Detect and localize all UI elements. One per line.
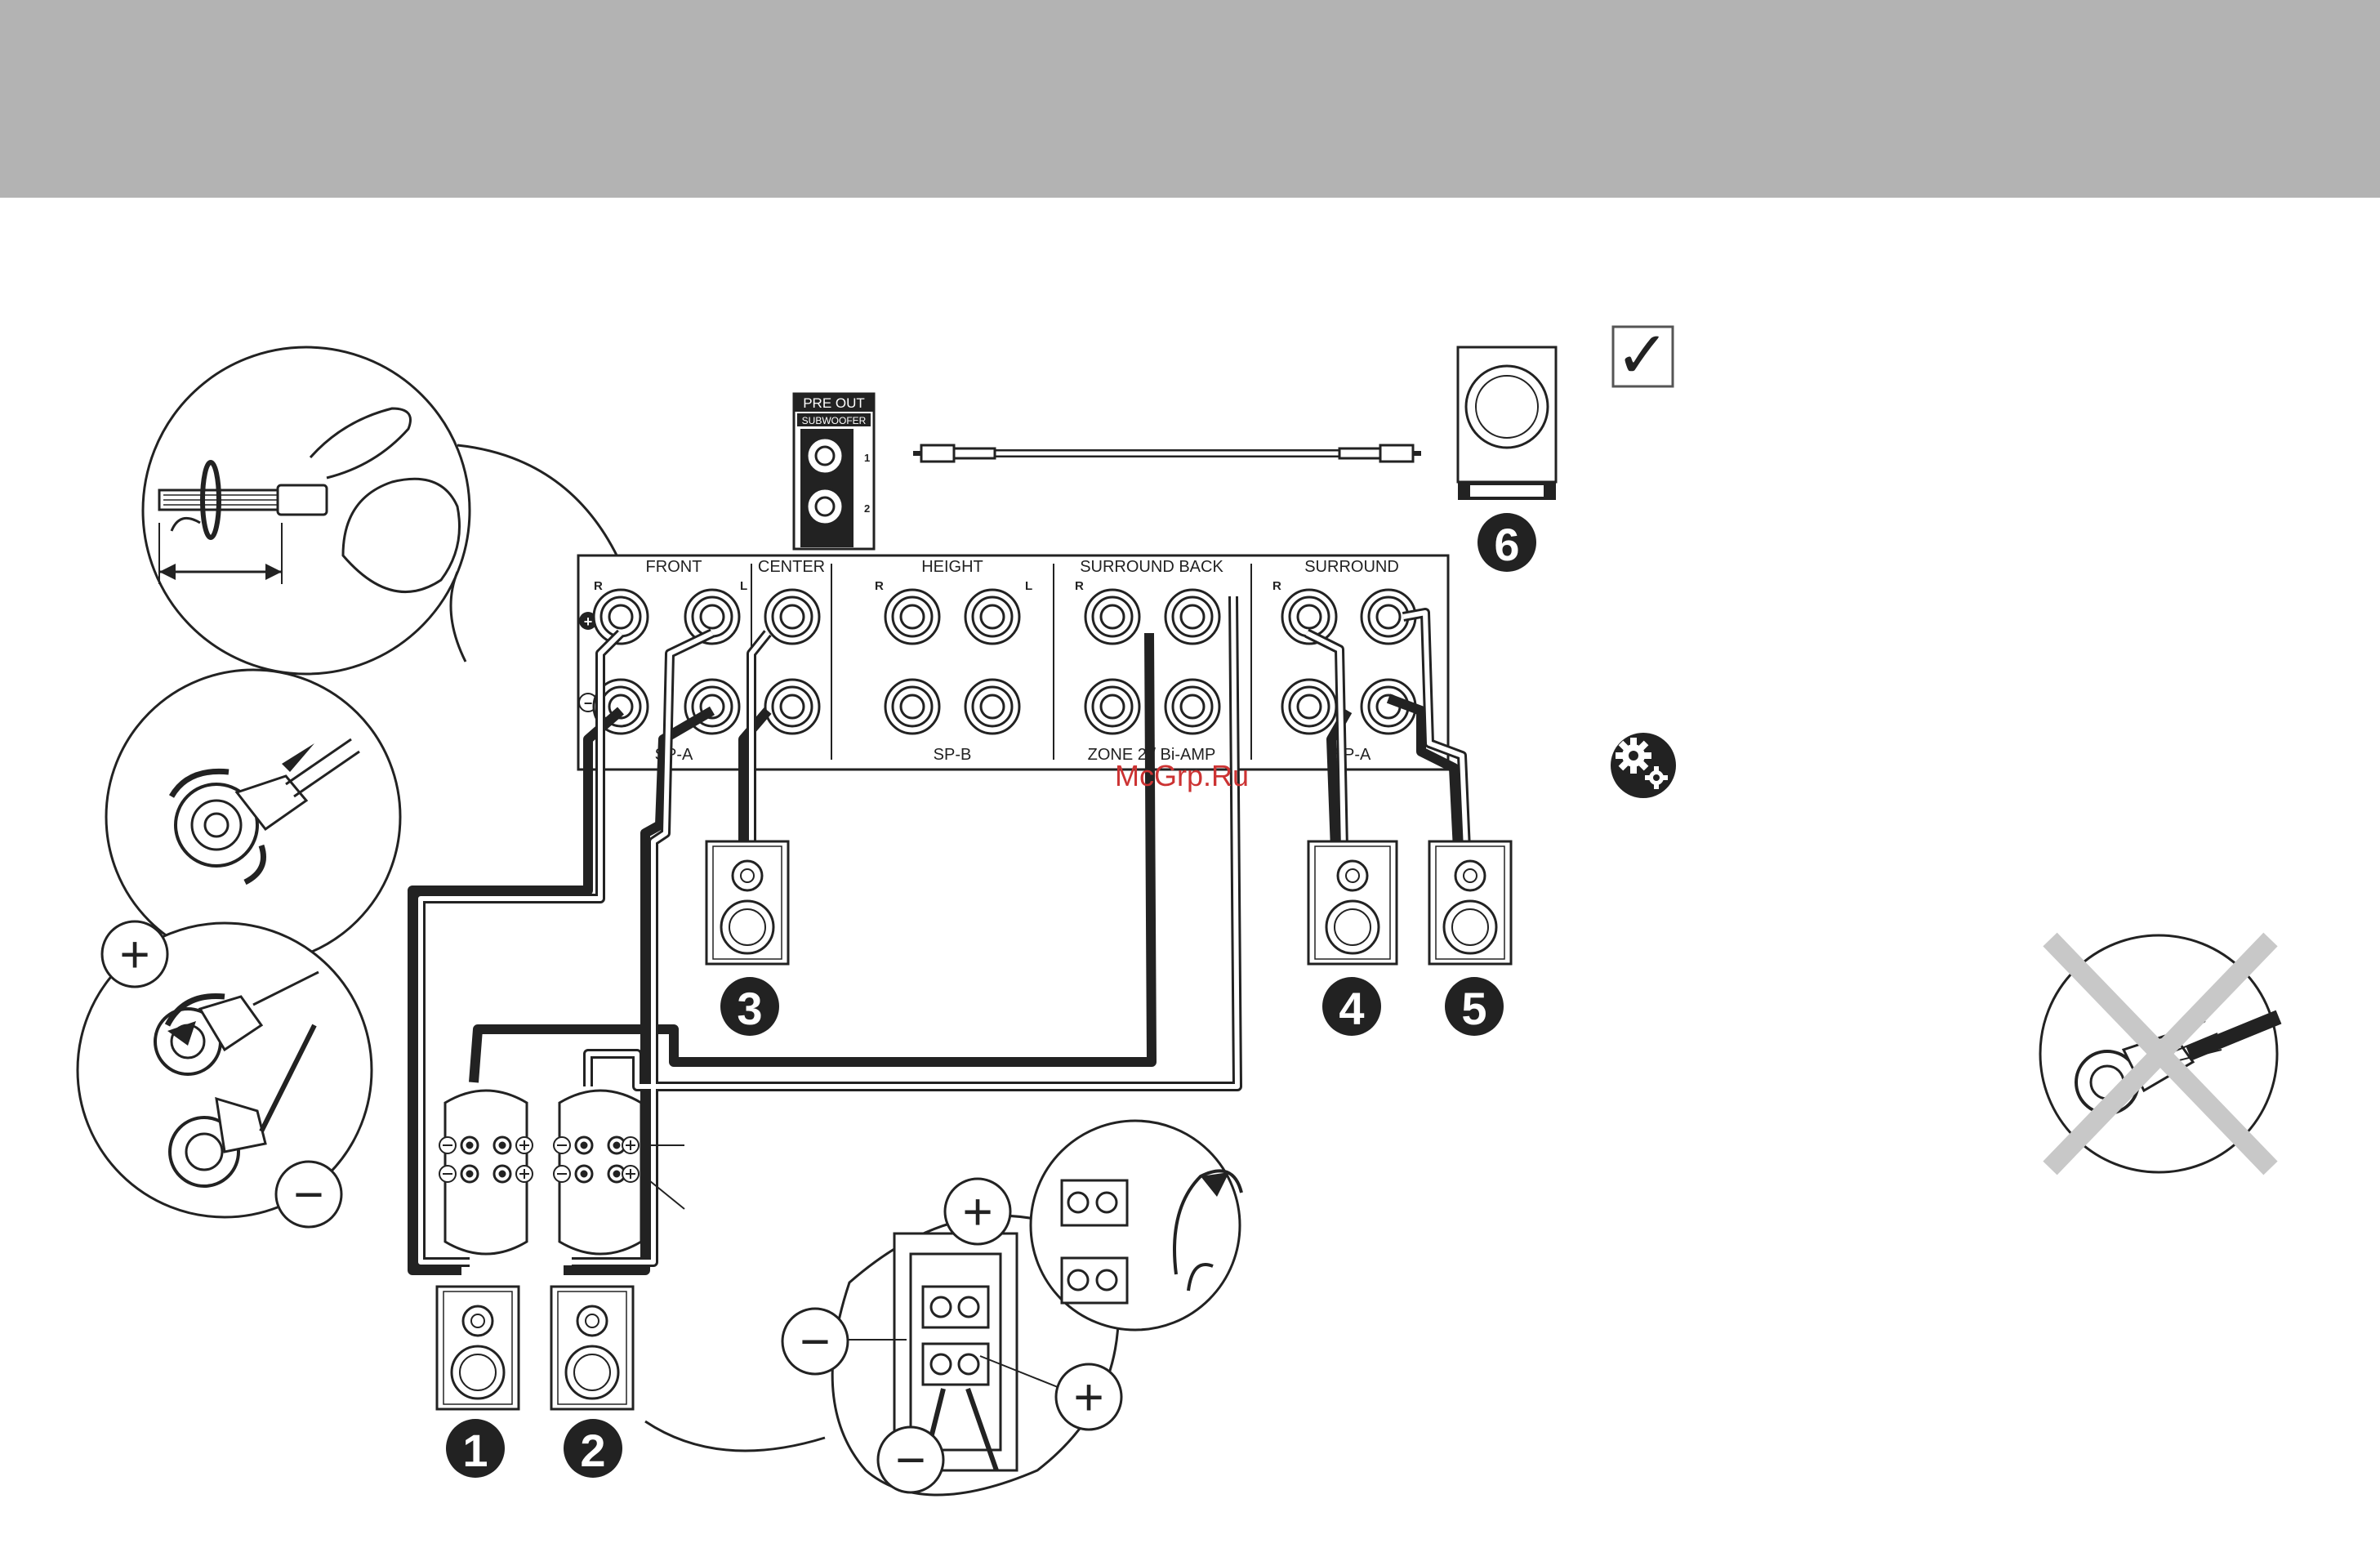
plus-mark [516, 1166, 533, 1182]
panel-plus-symbol: + [584, 613, 593, 630]
minus-mark [439, 1166, 456, 1182]
speaker-badge-1: 1 [446, 1419, 505, 1478]
minus-callout-bottom: − [878, 1427, 943, 1492]
speaker-cabinet-1 [437, 1287, 519, 1409]
preout-jack-2: 2 [864, 502, 870, 515]
preout-jack-1: 1 [864, 452, 870, 464]
binding-post [885, 680, 939, 734]
label-height: HEIGHT [921, 558, 983, 576]
minus-symbol-3: − [895, 1430, 925, 1489]
binding-post [965, 680, 1019, 734]
speaker-cabinet-3 [706, 841, 788, 964]
block-post [576, 1166, 592, 1182]
block-post [494, 1166, 510, 1182]
speaker-badge-4: 4 [1322, 977, 1381, 1036]
speaker-cabinet-2 [551, 1287, 633, 1409]
check-symbol: ✓ [1615, 319, 1669, 391]
plus-callout-left: + [102, 921, 167, 987]
block-post [494, 1137, 510, 1153]
binding-post [1282, 680, 1336, 734]
minus-mark [554, 1137, 570, 1153]
speaker-badge-2: 2 [564, 1419, 622, 1478]
minus-symbol-2: − [800, 1312, 830, 1371]
badge-5-num: 5 [1461, 983, 1486, 1034]
plus-callout-bottom-top: + [945, 1179, 1010, 1244]
plus-callout-bottom-right: + [1056, 1364, 1121, 1430]
receiver-terminal-panel: FRONT CENTER HEIGHT SURROUND BACK SURROU… [578, 555, 1448, 770]
panel-minus-symbol: − [584, 695, 593, 712]
speaker-cabinet-4 [1308, 841, 1397, 964]
binding-post [1085, 590, 1139, 644]
block-post [461, 1166, 478, 1182]
binding-post [1165, 590, 1219, 644]
binding-post [885, 590, 939, 644]
label-spb: SP-B [934, 746, 972, 764]
minus-callout-bottom-left: − [782, 1309, 848, 1374]
preout-subwoofer-panel: PRE OUT SUBWOOFER 1 2 [794, 394, 874, 549]
badge-1-num: 1 [462, 1425, 488, 1476]
subwoofer-cable [913, 445, 1421, 462]
plus-symbol: + [119, 925, 149, 984]
label-center: CENTER [758, 558, 825, 576]
speaker-badge-3: 3 [720, 977, 779, 1036]
label-front-l: L [740, 579, 747, 593]
check-box-icon: ✓ [1613, 319, 1673, 391]
binding-post [965, 590, 1019, 644]
label-height-r: R [875, 579, 884, 593]
jumper-bar-detail [1031, 1121, 1241, 1330]
binding-post [765, 680, 819, 734]
label-front: FRONT [646, 558, 702, 576]
binding-post [1165, 680, 1219, 734]
label-surround-r: R [1272, 579, 1281, 593]
label-surround-back: SURROUND BACK [1080, 558, 1223, 576]
badge-2-num: 2 [580, 1425, 605, 1476]
label-sb-r: R [1075, 579, 1084, 593]
minus-mark [554, 1166, 570, 1182]
minus-symbol: − [293, 1165, 323, 1224]
block-post [576, 1137, 592, 1153]
badge-3-num: 3 [737, 983, 762, 1034]
preout-title: PRE OUT [803, 395, 865, 411]
minus-mark [439, 1137, 456, 1153]
minus-callout-left: − [276, 1162, 341, 1227]
plus-mark [622, 1166, 639, 1182]
speaker-badge-6: 6 [1477, 513, 1536, 572]
label-front-r: R [594, 579, 603, 593]
terminal-twist-detail [106, 670, 400, 964]
speaker-cabinet-5 [1429, 841, 1511, 964]
preout-subtitle: SUBWOOFER [802, 415, 867, 426]
badge-4-num: 4 [1339, 983, 1364, 1034]
wire-strip-detail [143, 347, 621, 674]
plus-mark [516, 1137, 533, 1153]
label-surround: SURROUND [1304, 558, 1399, 576]
binding-post [765, 590, 819, 644]
label-height-l: L [1025, 579, 1032, 593]
wrong-wiring-example [2040, 935, 2279, 1172]
binding-post [1085, 680, 1139, 734]
plus-mark [622, 1137, 639, 1153]
plus-symbol-2: + [962, 1182, 992, 1241]
subwoofer-speaker [1458, 347, 1556, 500]
plus-symbol-3: + [1073, 1367, 1103, 1426]
badge-6-num: 6 [1494, 519, 1519, 570]
block-post [461, 1137, 478, 1153]
speaker-badge-5: 5 [1445, 977, 1504, 1036]
gear-settings-icon [1611, 733, 1676, 798]
watermark: McGrp.Ru [1115, 759, 1249, 792]
